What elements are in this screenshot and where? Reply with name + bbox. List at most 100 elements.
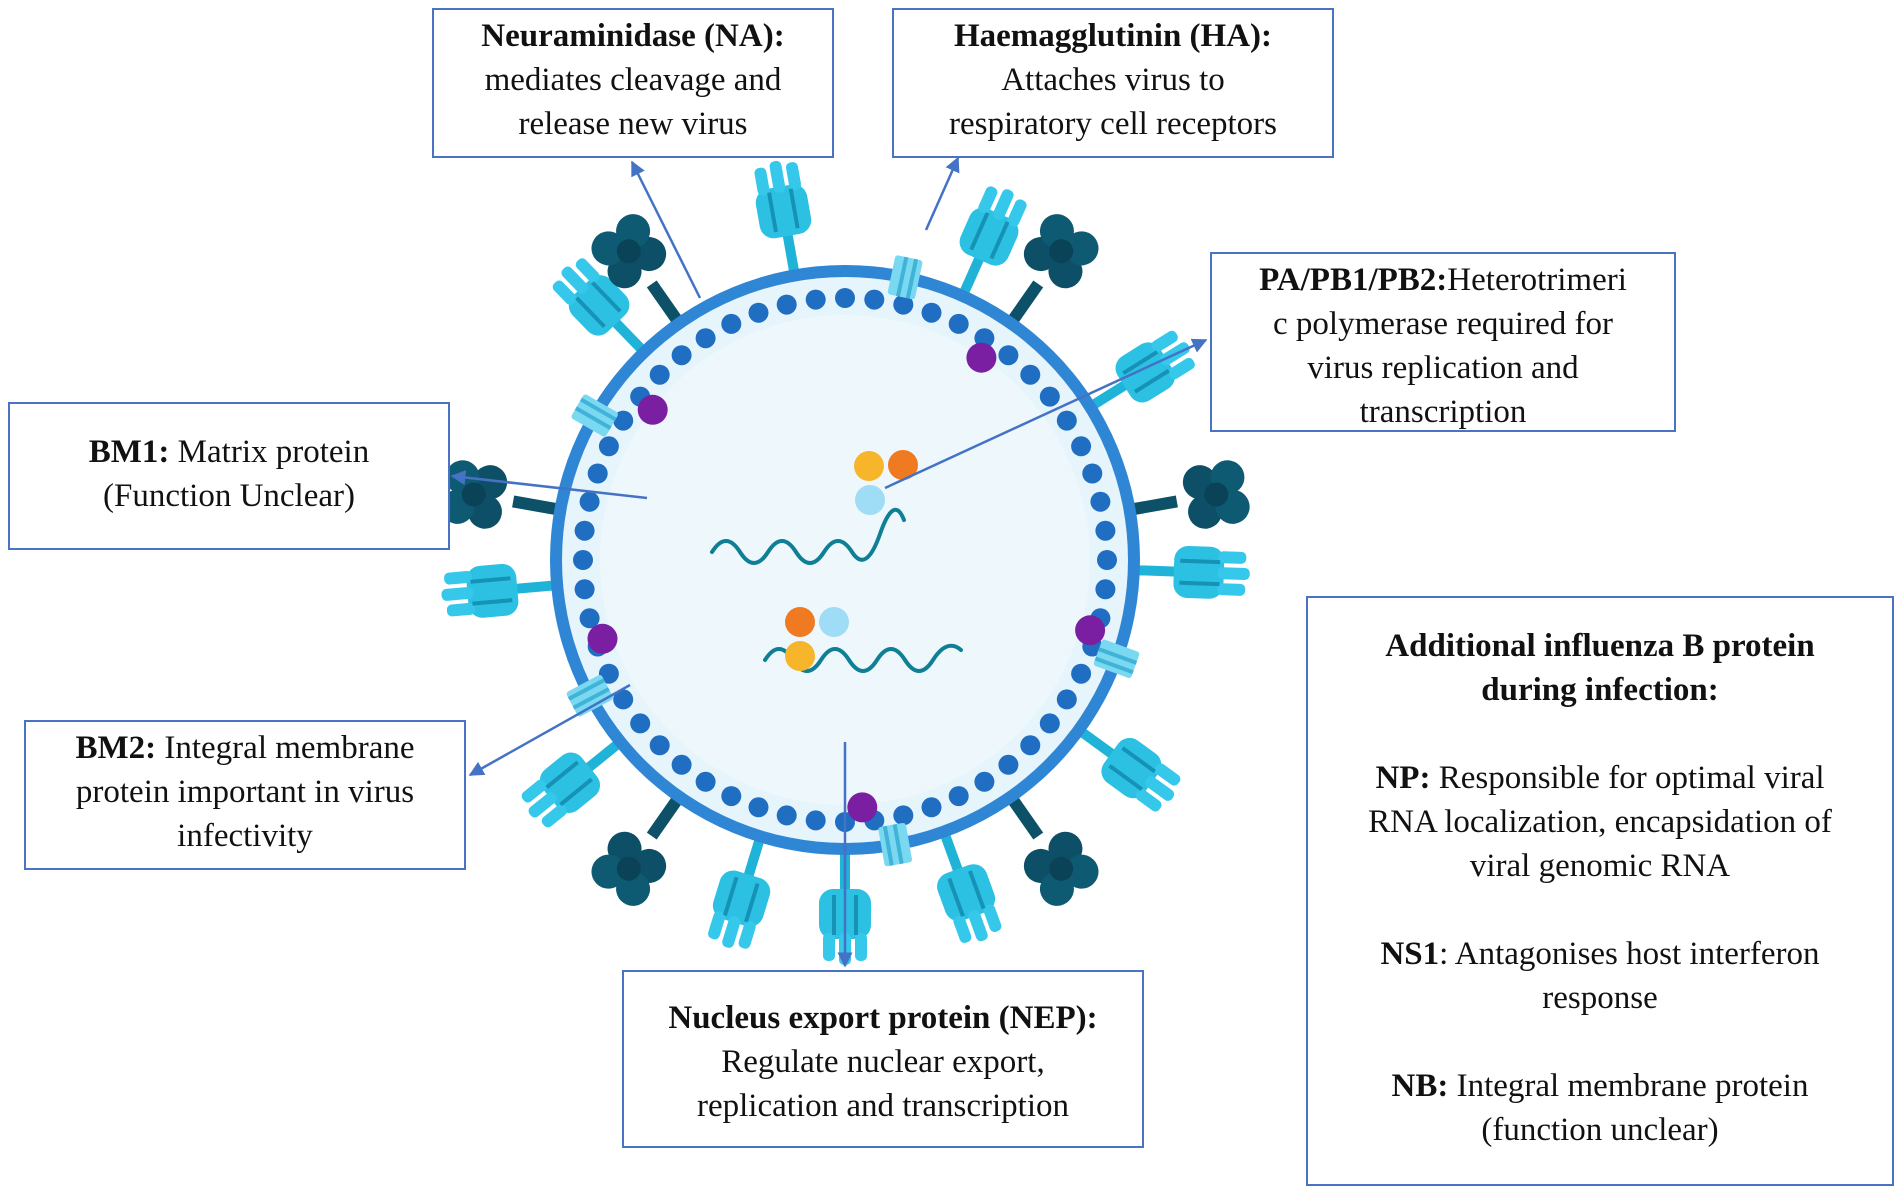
matrix-dot — [721, 786, 742, 807]
purple-protein — [587, 623, 618, 654]
ha-spike — [701, 828, 786, 955]
ha-spike — [919, 822, 1008, 950]
matrix-dot — [1097, 550, 1117, 570]
purple-protein — [847, 792, 878, 823]
matrix-dot — [921, 797, 942, 818]
nep-desc-2: replication and transcription — [696, 1088, 1070, 1124]
nep-desc-1: Regulate nuclear export, — [721, 1044, 1045, 1080]
ha-spike — [749, 156, 821, 280]
polymerase-desc-3: virus replication and — [1307, 350, 1579, 386]
matrix-dot — [948, 786, 969, 807]
np-desc-2: RNA localization, encapsidation of — [1368, 804, 1832, 840]
matrix-dot — [805, 810, 826, 831]
matrix-dot — [748, 302, 769, 323]
nep-title: Nucleus export protein (NEP): — [668, 1000, 1098, 1036]
matrix-dot — [574, 579, 595, 600]
matrix-dot — [574, 520, 595, 541]
polymerase-desc-4: transcription — [1359, 394, 1527, 430]
matrix-dot — [598, 663, 619, 684]
matrix-dot — [587, 463, 608, 484]
matrix-dot — [805, 289, 826, 310]
matrix-dot — [1039, 386, 1060, 407]
np-desc-1: Responsible for optimal viral — [1430, 760, 1825, 796]
na-title: Neuraminidase (NA): — [481, 18, 785, 54]
pa-arrow — [884, 338, 1208, 490]
matrix-dot — [1095, 579, 1116, 600]
matrix-dot — [579, 491, 600, 512]
matrix-dot — [613, 410, 634, 431]
bm1-label-box: BM1: Matrix protein (Function Unclear) — [8, 402, 450, 550]
na-desc-1: mediates cleavage and — [484, 62, 782, 98]
matrix-dot — [695, 771, 716, 792]
np-title: NP: — [1375, 760, 1431, 796]
matrix-dot — [998, 754, 1019, 775]
matrix-dot — [671, 345, 692, 366]
ha-spike — [439, 559, 560, 622]
matrix-dot — [921, 302, 942, 323]
matrix-dot — [649, 364, 670, 385]
bm1-desc-1: Matrix protein — [169, 434, 370, 470]
bm2-arrow — [468, 683, 631, 777]
nb-title: NB: — [1391, 1068, 1449, 1104]
matrix-dot — [1082, 463, 1103, 484]
matrix-dot — [998, 345, 1019, 366]
matrix-dot — [864, 289, 885, 310]
polymerase-desc-2: c polymerase required for — [1273, 306, 1613, 342]
bm2-desc-3: infectivity — [177, 818, 313, 854]
matrix-dot — [776, 805, 797, 826]
ns1-desc-1: : Antagonises host interferon — [1439, 936, 1820, 972]
bm1-title: BM1: — [88, 434, 170, 470]
bm1-desc-2: (Function Unclear) — [103, 478, 355, 514]
additional-heading-2: during infection: — [1481, 672, 1719, 708]
matrix-dot — [1056, 410, 1077, 431]
nep-label-box: Nucleus export protein (NEP): Regulate n… — [622, 970, 1144, 1148]
matrix-dot — [579, 608, 600, 629]
matrix-dot — [1095, 520, 1116, 541]
nb-desc-2: (function unclear) — [1481, 1112, 1719, 1148]
matrix-dot — [1020, 735, 1041, 756]
na-arrow — [630, 160, 702, 299]
pa-subunit — [854, 451, 884, 481]
matrix-dot — [1071, 663, 1092, 684]
matrix-dot — [1071, 436, 1092, 457]
na-spike — [437, 457, 566, 542]
bm2-title: BM2: — [75, 730, 157, 766]
purple-protein — [966, 342, 997, 373]
bm2-desc-2: protein important in virus — [75, 774, 415, 810]
matrix-dot — [835, 288, 855, 308]
ha-label-box: Haemagglutinin (HA): Attaches virus to r… — [892, 8, 1334, 158]
matrix-dot — [1039, 713, 1060, 734]
polymerase-title: PA/PB1/PB2: — [1259, 262, 1448, 298]
pb1-subunit — [888, 450, 918, 480]
matrix-dot — [598, 436, 619, 457]
additional-heading-1: Additional influenza B protein — [1385, 628, 1815, 664]
na-spike — [1124, 457, 1253, 542]
rna-segment-upper — [710, 507, 906, 565]
matrix-dot — [671, 754, 692, 775]
matrix-dot — [649, 735, 670, 756]
matrix-dot — [948, 313, 969, 334]
na-label-box: Neuraminidase (NA): mediates cleavage an… — [432, 8, 834, 158]
bm2-desc-1: Integral membrane — [156, 730, 415, 766]
ha-arrow — [924, 156, 960, 231]
bm2-label-box: BM2: Integral membrane protein important… — [24, 720, 466, 870]
matrix-dot — [893, 805, 914, 826]
matrix-dot — [1090, 491, 1111, 512]
np-desc-3: viral genomic RNA — [1469, 848, 1731, 884]
matrix-dot — [630, 713, 651, 734]
polymerase-label-box: PA/PB1/PB2:Heterotrimeri c polymerase re… — [1210, 252, 1676, 432]
na-desc-2: release new virus — [518, 106, 748, 142]
additional-proteins-box: Additional influenza B protein during in… — [1306, 596, 1894, 1186]
polymerase-desc-1: Heterotrimeri — [1447, 262, 1627, 298]
bm1-arrow — [450, 470, 648, 500]
matrix-dot — [613, 689, 634, 710]
matrix-protein-layer — [573, 288, 1117, 832]
ha-spike — [1132, 544, 1251, 601]
ha-desc-1: Attaches virus to — [1001, 62, 1225, 98]
ns1-title: NS1 — [1380, 936, 1440, 972]
ns1-desc-2: response — [1542, 980, 1658, 1016]
pb2-subunit — [855, 485, 885, 515]
matrix-dot — [974, 771, 995, 792]
matrix-dot — [776, 294, 797, 315]
